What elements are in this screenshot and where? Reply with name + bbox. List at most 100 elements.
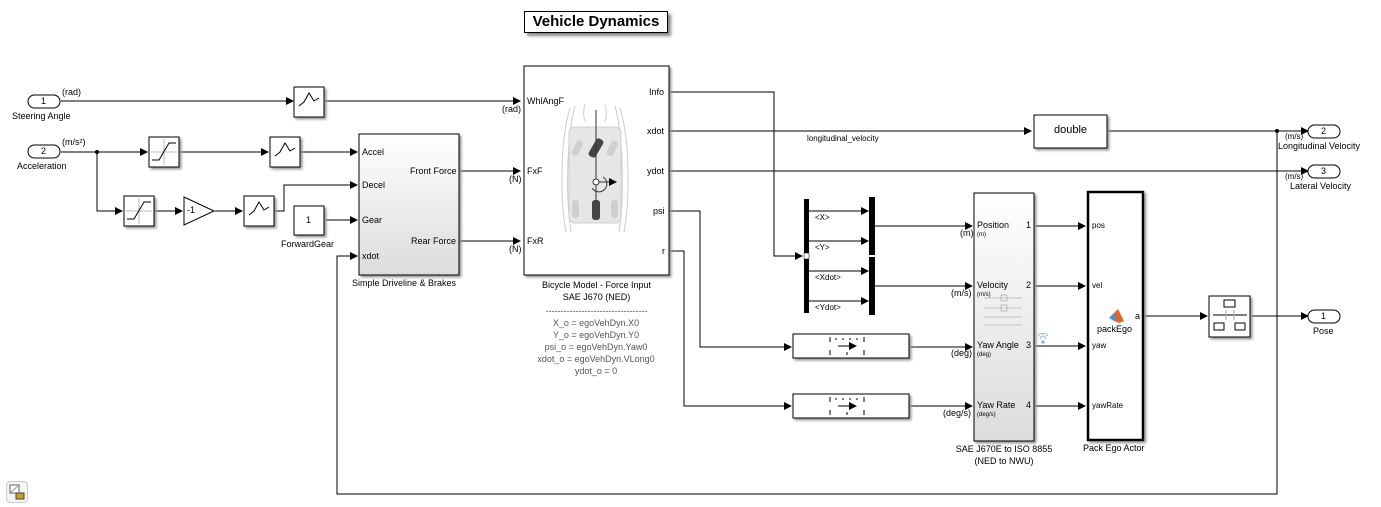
outport-lateral-velocity[interactable] [1307,164,1341,179]
unit-label: (m/s) [1285,172,1304,181]
function-name: packEgo [1097,324,1133,334]
port-label: Yaw Rate [977,400,1016,410]
unit-label: (rad) [62,87,82,97]
bus-creator-velocity[interactable] [869,257,875,315]
port-label: xdot [647,126,665,136]
outport-pose[interactable] [1307,309,1341,324]
param-line: X_o = egoVehDyn.X0 [552,318,640,328]
unit-label: (m) [977,232,986,238]
param-line: ydot_o = 0 [574,366,618,376]
port-label: Position [977,220,1010,230]
constant-forward-gear[interactable] [293,205,325,236]
port-number: 2 [1026,280,1032,290]
bus-signal: <Y> [815,243,830,252]
unit-label: (m/s) [1285,132,1304,141]
transform-name: SAE J670E to ISO 8855 [955,444,1053,454]
bus-to-vector-block[interactable] [1208,295,1251,338]
line-info [669,91,803,260]
transform-name: (NED to NWU) [974,456,1034,466]
unit-label: (deg/s) [943,408,972,418]
unit-label: (deg) [951,348,973,358]
outport-number: 2 [1321,126,1327,136]
inport-number: 1 [41,96,47,106]
unit-label: (deg) [977,352,992,358]
vehicle-icon [561,103,629,233]
param-line: psi_o = egoVehDyn.Yaw0 [544,342,648,352]
port-number: 1 [1026,220,1032,230]
bicycle-name: SAE J670 (NED) [562,292,631,302]
wireless-icon [1037,332,1049,344]
param-line: Y_o = egoVehDyn.Y0 [552,330,640,340]
bus-signal: <Ydot> [815,303,841,312]
line-r [669,250,792,410]
unit-label: (N) [509,244,522,254]
port-label: Rear Force [411,236,457,246]
port-label: FxR [527,236,544,246]
unit-label: (m/s) [951,288,972,298]
outport-label: Longitudinal Velocity [1278,141,1361,151]
port-label: Velocity [977,280,1009,290]
outport-label: Lateral Velocity [1290,181,1352,191]
outport-number: 1 [1321,311,1327,321]
port-label: r [662,246,665,256]
inport-acceleration[interactable] [27,144,61,159]
port-label: Decel [362,180,386,190]
signal-label: longitudinal_velocity [807,134,879,143]
port-label: vel [1092,281,1103,290]
diagram-title: Vehicle Dynamics [524,11,668,33]
lowpass-filter-decel[interactable] [243,195,275,227]
inport-label-acceleration: Acceleration [17,161,67,171]
port-label: ydot [647,166,665,176]
outport-number: 3 [1321,166,1327,176]
port-label: Info [649,87,665,97]
unit-label: (deg/s) [977,412,996,418]
bicycle-name: Bicycle Model - Force Input [541,280,652,290]
unit-label: (N) [509,174,522,184]
model-lock-badge[interactable] [6,481,28,503]
port-label: xdot [362,251,380,261]
saturation-accel[interactable] [148,136,180,168]
line-filter-to-decel [275,181,358,212]
matlab-function-icon [1109,309,1124,323]
port-number: 3 [1026,340,1032,350]
pack-ego-name: Pack Ego Actor [1083,443,1145,453]
line-accel-branch [96,152,123,215]
port-label: Front Force [410,166,457,176]
gain-block[interactable] [183,196,216,226]
outport-label: Pose [1313,326,1334,336]
constant-value: 1 [306,215,312,225]
unit-conversion-yaw-angle[interactable] [792,333,910,359]
inport-label-steering: Steering Angle [12,111,71,121]
port-label: Accel [362,147,385,157]
inport-steering-angle[interactable] [27,94,61,109]
lock-icon [9,484,25,500]
port-label: psi [653,206,665,216]
bus-signal: <Xdot> [815,273,841,282]
param-line: xdot_o = egoVehDyn.VLong0 [537,354,655,364]
data-type-conversion-block[interactable] [1033,114,1108,149]
saturation-decel[interactable] [123,195,155,227]
outport-longitudinal-velocity[interactable] [1307,124,1341,139]
port-label: yawRate [1092,401,1124,410]
inport-number: 2 [41,146,47,156]
port-number: 4 [1026,400,1032,410]
unit-label: (m) [960,228,974,238]
port-label: WhlAngF [527,96,565,106]
line-xdot-feedback [336,131,1278,495]
driveline-block[interactable] [358,133,460,276]
port-label: yaw [1092,341,1107,350]
bus-signal: <X> [815,213,830,222]
unit-conversion-yaw-rate[interactable] [792,393,910,419]
lowpass-filter-accel[interactable] [269,136,301,168]
port-label: FxF [527,166,543,176]
port-label: Yaw Angle [977,340,1019,350]
port-label: Gear [362,215,383,225]
line-psi [669,210,792,351]
port-label: a [1135,311,1141,321]
lowpass-filter-steering[interactable] [293,86,325,118]
params-separator: ---------------------------------- [545,306,648,316]
bus-creator-position[interactable] [869,197,875,255]
unit-label: (rad) [502,104,522,114]
port-label: pos [1092,221,1105,230]
